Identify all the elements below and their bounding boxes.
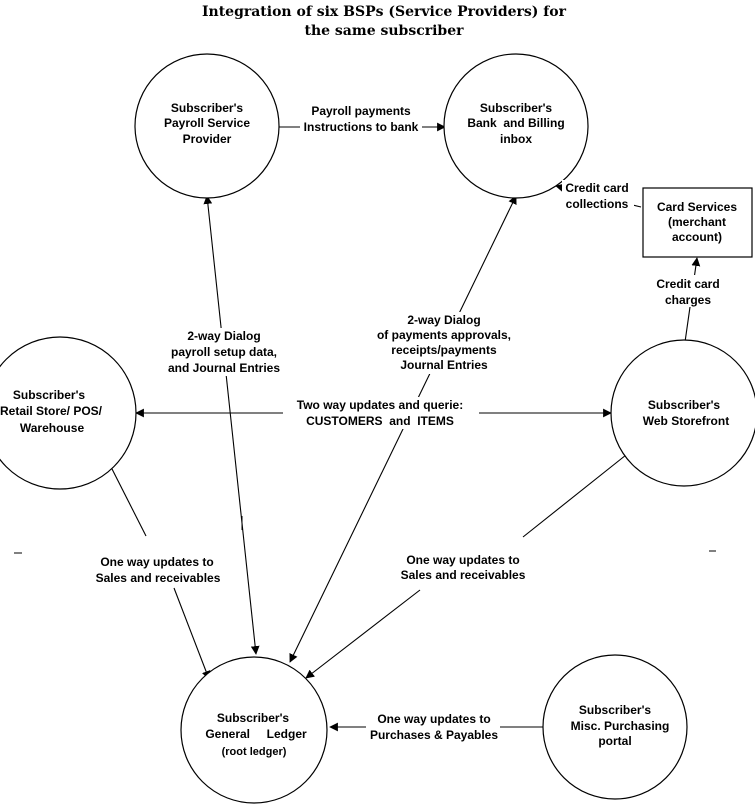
- label-retail-ledger: One way updates to Sales and receivables: [90, 553, 228, 585]
- node-bank-label-3: inbox: [500, 132, 532, 146]
- node-retail-label-2: Retail Store/ POS/: [0, 404, 103, 418]
- label-card-to-bank-line-2: collections: [566, 197, 629, 211]
- diagram-title-line-1: Integration of six BSPs (Service Provide…: [202, 4, 567, 20]
- node-payroll-label-1: Subscriber's: [171, 101, 244, 115]
- node-payroll-label-3: Provider: [183, 132, 232, 146]
- node-retail-label-1: Subscriber's: [13, 388, 86, 402]
- label-purchasing-ledger-line-2: Purchases & Payables: [370, 728, 498, 742]
- node-misc-purchasing-portal: Subscriber's Misc. Purchasing portal: [542, 654, 688, 800]
- label-bank-ledger-line-1: 2-way Dialog: [407, 313, 480, 327]
- node-web-label-1: Subscriber's: [648, 398, 721, 412]
- node-ledger-label-1: Subscriber's: [217, 711, 290, 725]
- label-card-to-bank: Credit card collections: [562, 180, 634, 212]
- edge-web-ledger-lower: [305, 589, 421, 679]
- node-retail-label-3: Warehouse: [20, 421, 85, 435]
- node-web-storefront: Subscriber's Web Storefront: [610, 339, 755, 487]
- edge-web-ledger-upper: [522, 454, 627, 538]
- node-ledger-label-2: General Ledger: [205, 727, 307, 741]
- node-bank-label-2: Bank and Billing: [467, 116, 564, 130]
- node-purchasing-label-1: Subscriber's: [579, 703, 652, 717]
- node-ledger-label-3: (root ledger): [222, 746, 287, 758]
- node-card-label-1: Card Services: [657, 200, 737, 214]
- label-purchasing-ledger: One way updates to Purchases & Payables: [366, 710, 500, 744]
- label-payroll-to-bank: Payroll payments Instructions to bank: [300, 103, 422, 135]
- label-retail-ledger-line-1: One way updates to: [100, 555, 213, 569]
- node-purchasing-label-3: portal: [598, 734, 631, 748]
- edge-retail-ledger-lower: [173, 587, 211, 680]
- edge-retail-ledger-upper: [109, 464, 147, 537]
- node-payroll-service-provider: Subscriber's Payroll Service Provider: [134, 53, 280, 199]
- label-retail-web: Two way updates and querie: CUSTOMERS an…: [283, 397, 479, 429]
- label-bank-ledger: 2-way Dialog of payments approvals, rece…: [370, 312, 518, 374]
- label-retail-web-line-2: CUSTOMERS and ITEMS: [306, 414, 454, 428]
- node-web-label-2: Web Storefront: [643, 414, 729, 428]
- label-web-ledger-line-1: One way updates to: [406, 553, 519, 567]
- label-web-to-card-line-2: charges: [665, 293, 711, 307]
- edge-payroll-ledger: [203, 195, 260, 655]
- node-bank-label-1: Subscriber's: [480, 101, 553, 115]
- label-bank-ledger-line-3: receipts/payments: [391, 343, 497, 357]
- node-general-ledger: Subscriber's General Ledger (root ledger…: [180, 656, 328, 804]
- label-retail-ledger-line-2: Sales and receivables: [96, 571, 221, 585]
- label-payroll-ledger-line-3: and Journal Entries: [168, 361, 280, 375]
- label-bank-ledger-line-4: Journal Entries: [400, 358, 488, 372]
- diagram-title-line-2: the same subscriber: [305, 23, 465, 39]
- label-web-ledger: One way updates to Sales and receivables: [395, 550, 533, 584]
- label-payroll-to-bank-line-1: Payroll payments: [311, 104, 411, 118]
- node-payroll-label-2: Payroll Service: [164, 116, 250, 130]
- label-purchasing-ledger-line-1: One way updates to: [377, 712, 490, 726]
- node-bank-billing-inbox: Subscriber's Bank and Billing inbox: [443, 53, 589, 199]
- node-retail-store-pos: Subscriber's Retail Store/ POS/ Warehous…: [0, 336, 137, 490]
- label-web-to-card: Credit card charges: [655, 275, 721, 307]
- node-card-services: Card Services (merchant account): [642, 187, 753, 258]
- label-web-to-card-line-1: Credit card: [656, 277, 719, 291]
- node-card-label-2: (merchant: [668, 215, 726, 229]
- label-bank-ledger-line-2: of payments approvals,: [377, 328, 511, 342]
- node-card-label-3: account): [672, 230, 722, 244]
- label-payroll-ledger: 2-way Dialog payroll setup data, and Jou…: [162, 328, 286, 376]
- label-payroll-ledger-line-2: payroll setup data,: [171, 345, 277, 359]
- label-card-to-bank-line-1: Credit card: [565, 181, 628, 195]
- label-retail-web-line-1: Two way updates and querie:: [297, 398, 463, 412]
- label-web-ledger-line-2: Sales and receivables: [401, 568, 526, 582]
- label-payroll-to-bank-line-2: Instructions to bank: [304, 120, 419, 134]
- label-payroll-ledger-line-1: 2-way Dialog: [187, 329, 260, 343]
- node-purchasing-label-2: Misc. Purchasing: [571, 719, 670, 733]
